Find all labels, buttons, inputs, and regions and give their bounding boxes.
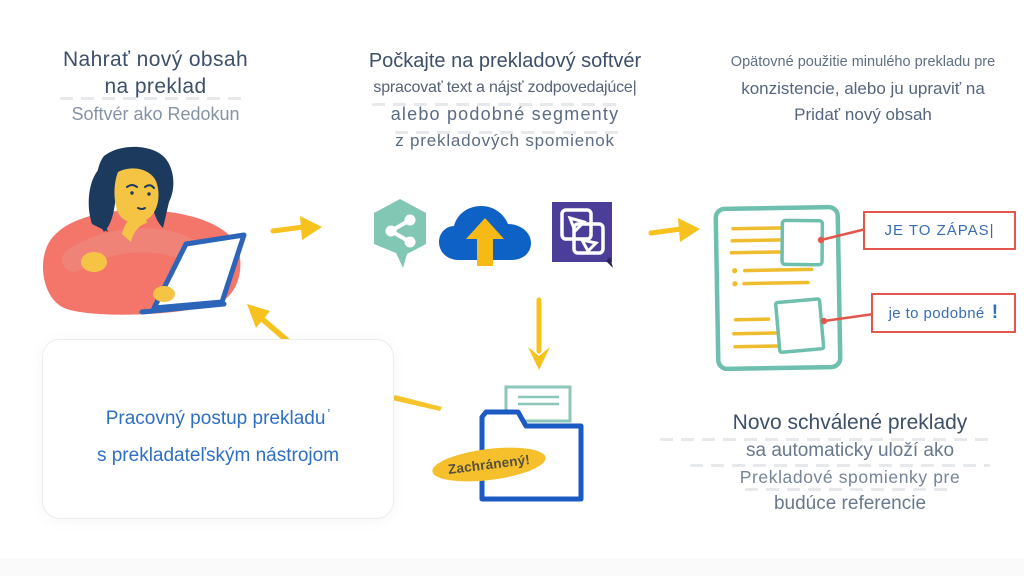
caption-line: alebo podobné segmenty (390, 104, 620, 124)
callout-connector-lines (817, 227, 875, 325)
caption-line: budúce referencie (773, 493, 927, 514)
bottom-band (0, 558, 1024, 576)
caption-line: Prekladové spomienky pre (739, 467, 961, 487)
ghost-line (372, 103, 622, 106)
caption-line: sa automaticky uloží ako (745, 440, 955, 461)
caption-line: Nahrať nový obsah (62, 48, 249, 71)
translate-pages-icon (552, 202, 613, 268)
arrow-right-icon (648, 218, 700, 242)
caption-line: konzistencie, alebo ju upraviť na (741, 79, 985, 98)
caption-line: z prekladových spomienok (395, 131, 615, 150)
arrow-right-icon (270, 216, 322, 240)
folder-icon (479, 385, 584, 502)
saved-badge-label: Zachránený! (447, 452, 531, 477)
card-line: Pracovný postup prekladu’ (105, 406, 331, 429)
caption-reuse-translation: Opätovné použitie minulého prekladu pre … (706, 50, 1020, 128)
text-cursor: | (632, 79, 637, 96)
caption-line: Pridať nový obsah (794, 105, 932, 124)
share-hexagon-icon (374, 199, 426, 268)
caption-approved-translations: Novo schválené preklady sa automaticky u… (660, 408, 1024, 517)
tick-mark: ’ (327, 406, 331, 421)
arrow-up-left-icon (247, 304, 293, 346)
text-cursor: | (989, 222, 995, 239)
ghost-line (395, 131, 625, 134)
exclamation-mark: ! (991, 302, 999, 323)
caption-line: Opätovné použitie minulého prekladu pre (730, 54, 996, 70)
caption-upload-content: Nahrať nový obsah na preklad Softvér ako… (28, 46, 283, 127)
caption-line: na preklad (104, 75, 207, 98)
arrow-down-icon (528, 297, 550, 370)
workflow-card: Pracovný postup prekladu’ s prekladateľs… (42, 339, 394, 519)
person-at-laptop-illustration (42, 146, 247, 315)
caption-line: Softvér ako Redokun (71, 104, 240, 124)
caption-wait-software: Počkajte na prekladový softvér spracovať… (340, 48, 670, 153)
callout-similar-label: je to podobné (888, 304, 985, 322)
ghost-line (745, 488, 955, 491)
caption-line: Počkajte na prekladový softvér (368, 50, 642, 72)
arrow-stroke-to-folder (392, 395, 442, 411)
caption-line: spracovať text a nájsť zodpovedajúce| (373, 79, 637, 96)
card-line: s prekladateľským nástrojom (96, 445, 340, 466)
caption-line: Novo schválené preklady (732, 411, 968, 434)
ghost-line (660, 438, 990, 441)
reviewed-document-icon (713, 204, 843, 372)
cloud-upload-icon (439, 206, 531, 266)
callout-similar: je to podobné! (871, 293, 1016, 333)
ghost-line (690, 464, 990, 467)
callout-match-label: JE TO ZÁPAS (884, 222, 990, 239)
callout-match: JE TO ZÁPAS| (863, 211, 1016, 250)
ghost-line (60, 97, 245, 100)
